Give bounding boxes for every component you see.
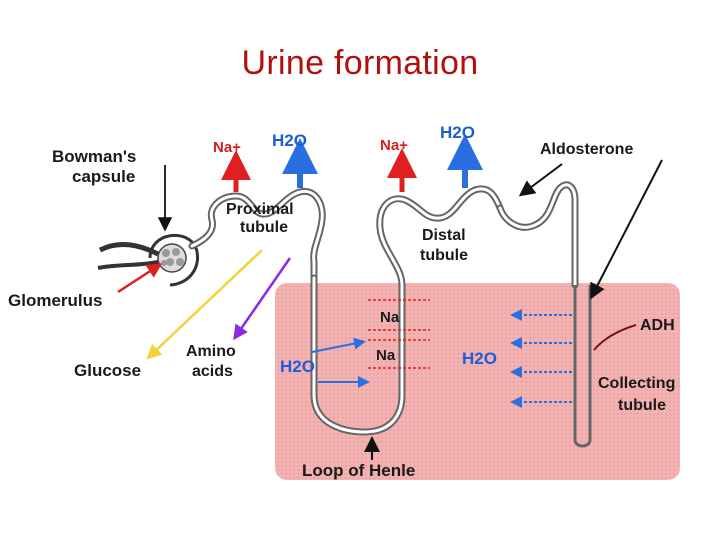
- proximal-tubule-label: Proximal: [226, 201, 294, 218]
- distal-tubule-label: Distal: [422, 227, 466, 244]
- pointer-arrow: [590, 159, 663, 300]
- h2o-label: H2O: [440, 123, 475, 142]
- aldosterone-label: Aldosterone: [540, 141, 633, 158]
- h2o-label: H2O: [462, 349, 497, 368]
- h2o-label: H2O: [272, 131, 307, 150]
- page-title: Urine formation: [241, 44, 479, 82]
- svg-text:Na: Na: [380, 309, 400, 326]
- glomerulus-label: Glomerulus: [8, 291, 102, 310]
- na-box: Na: [368, 339, 430, 369]
- svg-text:Na: Na: [376, 347, 396, 364]
- proximal-tubule-label: tubule: [240, 219, 288, 236]
- water-arrow: [311, 337, 366, 353]
- distal-tubule: [496, 181, 579, 289]
- amino-acids-label: acids: [192, 363, 233, 380]
- afferent-vessel: [98, 242, 160, 257]
- bowmans-capsule-label: Bowman's: [52, 147, 136, 166]
- pointer-arrow: [593, 324, 637, 351]
- h2o-label: H2O: [280, 357, 315, 376]
- amino-acids-arrow: [233, 257, 292, 341]
- distal-tubule-label: tubule: [420, 247, 468, 264]
- glucose-arrow: [146, 249, 263, 360]
- collecting-tubule-label: tubule: [618, 397, 666, 414]
- pointer-arrow: [117, 263, 163, 294]
- amino-acids-label: Amino: [186, 343, 236, 360]
- na-plus-label: Na+: [213, 139, 241, 156]
- na-box: Na: [368, 299, 430, 331]
- loop-of-henle-label: Loop of Henle: [302, 461, 415, 480]
- glucose-label: Glucose: [74, 361, 141, 380]
- collecting-tubule-label: Collecting: [598, 375, 675, 392]
- efferent-vessel: [97, 260, 159, 270]
- bowmans-capsule-label: capsule: [72, 167, 135, 186]
- collecting-tubule: [573, 285, 592, 448]
- adh-label: ADH: [640, 317, 675, 334]
- na-plus-label: Na+: [380, 137, 408, 154]
- pointer-arrow: [518, 163, 563, 197]
